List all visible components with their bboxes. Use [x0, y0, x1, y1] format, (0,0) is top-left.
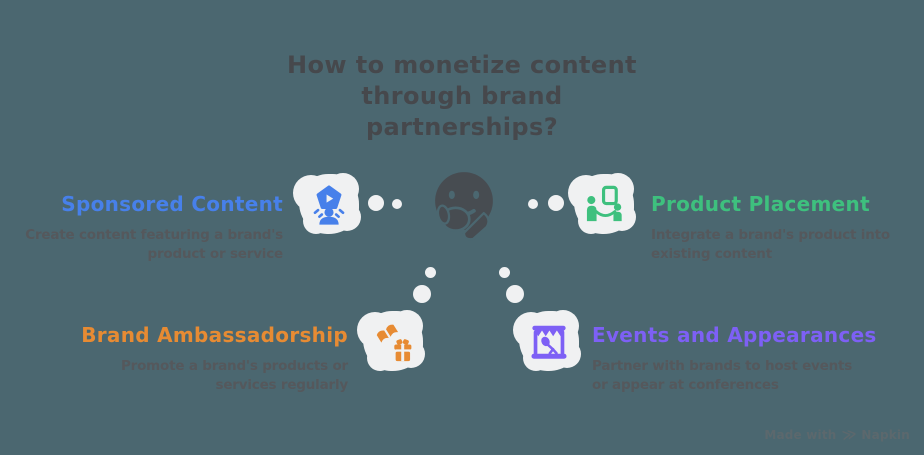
thought-dot	[392, 199, 402, 209]
sponsored-content-icon-bubble	[292, 167, 366, 241]
section-sponsored-content: Sponsored Content Create content featuri…	[8, 191, 283, 264]
brand-ambassadorship-icon-bubble	[356, 304, 430, 378]
product-placement-icon-bubble	[567, 167, 641, 241]
section-heading: Events and Appearances	[592, 323, 877, 347]
title-line: through brand	[361, 82, 563, 110]
title-line: How to monetize content	[287, 51, 637, 79]
flag-gift-icon	[376, 324, 412, 362]
thought-dot	[368, 195, 384, 211]
thought-dot	[425, 267, 436, 278]
thought-dot	[548, 195, 564, 211]
made-with-label: Made with	[764, 428, 837, 442]
section-product-placement: Product Placement Integrate a brand's pr…	[651, 191, 913, 264]
events-appearances-icon-bubble	[512, 304, 586, 378]
event-stage-icon	[531, 325, 567, 359]
page-title: How to monetize content through brand pa…	[0, 50, 924, 143]
napkin-brand-label: Napkin	[861, 428, 910, 442]
made-with-napkin-badge[interactable]: Made with ≫ Napkin	[764, 426, 910, 444]
section-description: Integrate a brand's product into existin…	[651, 227, 890, 262]
video-creator-icon	[313, 185, 345, 225]
product-display-icon	[586, 185, 622, 222]
thought-dot	[528, 199, 538, 209]
section-events-appearances: Events and Appearances Partner with bran…	[592, 322, 884, 395]
section-description: Create content featuring a brand's produ…	[25, 227, 283, 262]
section-heading: Sponsored Content	[61, 192, 283, 216]
section-description: Promote a brand's products or services r…	[120, 358, 348, 393]
section-brand-ambassadorship: Brand Ambassadorship Promote a brand's p…	[52, 322, 348, 395]
thought-dot	[506, 285, 524, 303]
title-line: partnerships?	[365, 113, 559, 141]
thought-dot	[413, 285, 431, 303]
thinking-face-emoji	[426, 166, 502, 242]
napkin-logo-icon: ≫	[840, 426, 858, 444]
section-heading: Brand Ambassadorship	[81, 323, 348, 347]
thought-dot	[499, 267, 510, 278]
section-description: Partner with brands to host events or ap…	[592, 358, 853, 393]
section-heading: Product Placement	[651, 192, 870, 216]
